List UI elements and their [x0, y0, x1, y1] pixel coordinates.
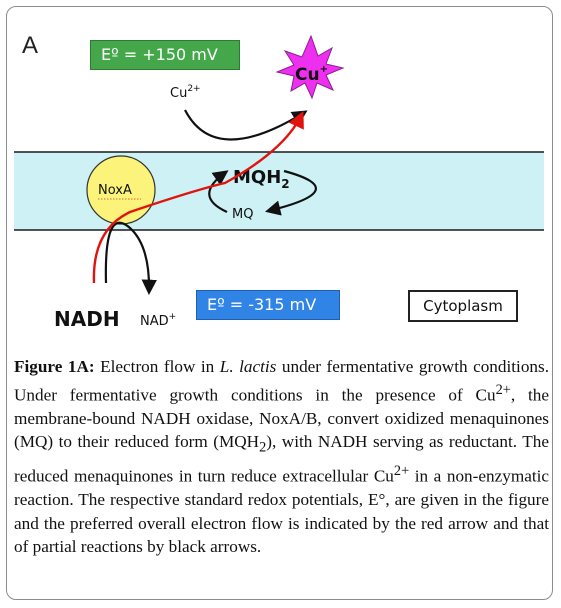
cu-plus-label: Cu+ — [295, 64, 328, 85]
caption-text-1: Electron flow in — [94, 357, 220, 376]
caption-sup-1: 2+ — [495, 381, 511, 398]
redox-potential-top: Eº = +150 mV — [90, 40, 240, 70]
caption-species: L. lactis — [219, 357, 277, 376]
cu-plus-starburst — [275, 34, 345, 100]
figure-caption: Figure 1A: Electron flow in L. lactis un… — [14, 355, 549, 559]
cu2-label: Cu2+ — [170, 84, 201, 101]
caption-text-3: , the membrane-bound NADH oxidase, NoxA/… — [14, 385, 549, 452]
noxa-label: NoxA — [98, 183, 132, 198]
redox-potential-bottom: Eº = -315 mV — [196, 290, 340, 320]
mqh2-label: MQH2 — [233, 167, 290, 191]
caption-text-5: in a non-enzymatic reaction. The respect… — [14, 466, 549, 557]
panel-letter: A — [22, 32, 39, 59]
electron-flow-diagram: NoxA Cu+ Cu2+ MQH2 MQ NADH NAD+ — [14, 34, 544, 331]
nadh-oxidation-arrow — [104, 221, 157, 296]
mq-label: MQ — [232, 207, 253, 222]
cu-reduction-arrow — [184, 109, 308, 141]
nad-plus-label: NAD+ — [140, 312, 176, 329]
nadh-label: NADH — [54, 307, 120, 331]
caption-text-4: ), with NADH serving as reductant. The r… — [14, 432, 549, 486]
caption-sup-2: 2+ — [393, 463, 410, 480]
mq-reduction-arrow — [208, 170, 229, 214]
caption-text-2: under fermentative growth conditions. Un… — [14, 357, 549, 405]
overall-electron-flow-arrow — [92, 110, 304, 284]
caption-sub-1: 2 — [259, 439, 267, 456]
cytoplasm-label: Cytoplasm — [408, 290, 518, 322]
mqh2-oxidation-arrow — [265, 169, 317, 216]
noxa-enzyme — [86, 155, 156, 225]
caption-label: Figure 1A: — [14, 357, 95, 376]
